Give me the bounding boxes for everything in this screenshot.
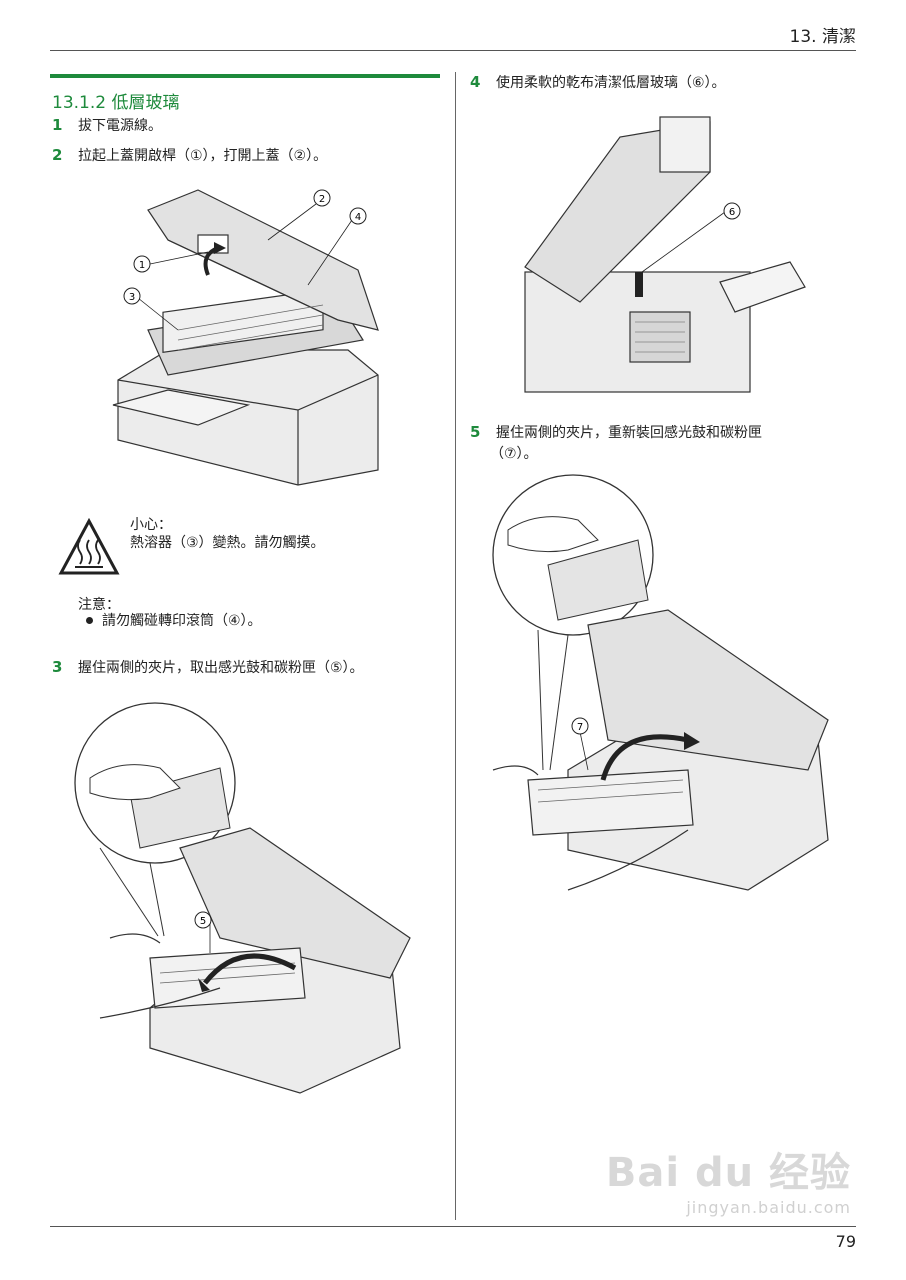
note-bullet-text: 請勿觸碰轉印滾筒（④）。 bbox=[102, 613, 262, 629]
step-3-text: 握住兩側的夾片，取出感光鼓和碳粉匣（⑤）。 bbox=[78, 660, 364, 676]
step-5-text-cont: （⑦）。 bbox=[490, 446, 538, 462]
chapter-title: 13. 清潔 bbox=[789, 27, 856, 47]
caution-text: 熱溶器（③）變熱。請勿觸摸。 bbox=[130, 535, 325, 551]
watermark-url: jingyan.baidu.com bbox=[686, 1198, 851, 1217]
callout-2: 2 bbox=[319, 194, 325, 205]
callout-4: 4 bbox=[355, 212, 361, 223]
step-4-number: 4 bbox=[470, 73, 481, 91]
printer-open-lid-figure: 1 2 4 3 bbox=[112, 189, 379, 486]
step-1-text: 拔下電源線。 bbox=[78, 118, 162, 134]
hot-surface-warning-icon bbox=[58, 518, 120, 575]
column-divider bbox=[455, 72, 456, 1220]
step-1-number: 1 bbox=[52, 116, 63, 134]
page-number: 79 bbox=[835, 1232, 856, 1251]
section-bar bbox=[50, 74, 440, 78]
callout-1: 1 bbox=[139, 260, 145, 271]
baidu-watermark: Bai du 经验 jingyan.baidu.com bbox=[606, 1140, 851, 1217]
step-4-text: 使用柔軟的乾布清潔低層玻璃（⑥）。 bbox=[496, 75, 726, 91]
clean-glass-figure: 6 bbox=[524, 116, 806, 393]
step-5-text: 握住兩側的夾片，重新裝回感光鼓和碳粉匣 bbox=[496, 425, 762, 441]
callout-6: 6 bbox=[729, 207, 735, 218]
callout-3: 3 bbox=[129, 292, 135, 303]
section-title: 13.1.2 低層玻璃 bbox=[52, 93, 180, 113]
step-2-number: 2 bbox=[52, 146, 63, 164]
callout-5: 5 bbox=[200, 916, 206, 927]
reinstall-drum-figure: 7 bbox=[492, 474, 829, 891]
watermark-brand: Bai du 经验 bbox=[605, 1150, 851, 1196]
step-5-number: 5 bbox=[470, 423, 481, 441]
note-title: 注意： bbox=[78, 597, 120, 613]
remove-drum-figure: 5 bbox=[74, 702, 411, 1094]
footer-rule bbox=[50, 1226, 856, 1227]
note-bullet-dot bbox=[86, 617, 93, 624]
step-3-number: 3 bbox=[52, 658, 63, 676]
callout-7: 7 bbox=[577, 722, 583, 733]
header-rule bbox=[50, 50, 856, 51]
step-2-text: 拉起上蓋開啟桿（①），打開上蓋（②）。 bbox=[78, 148, 328, 164]
caution-title: 小心： bbox=[130, 517, 172, 533]
